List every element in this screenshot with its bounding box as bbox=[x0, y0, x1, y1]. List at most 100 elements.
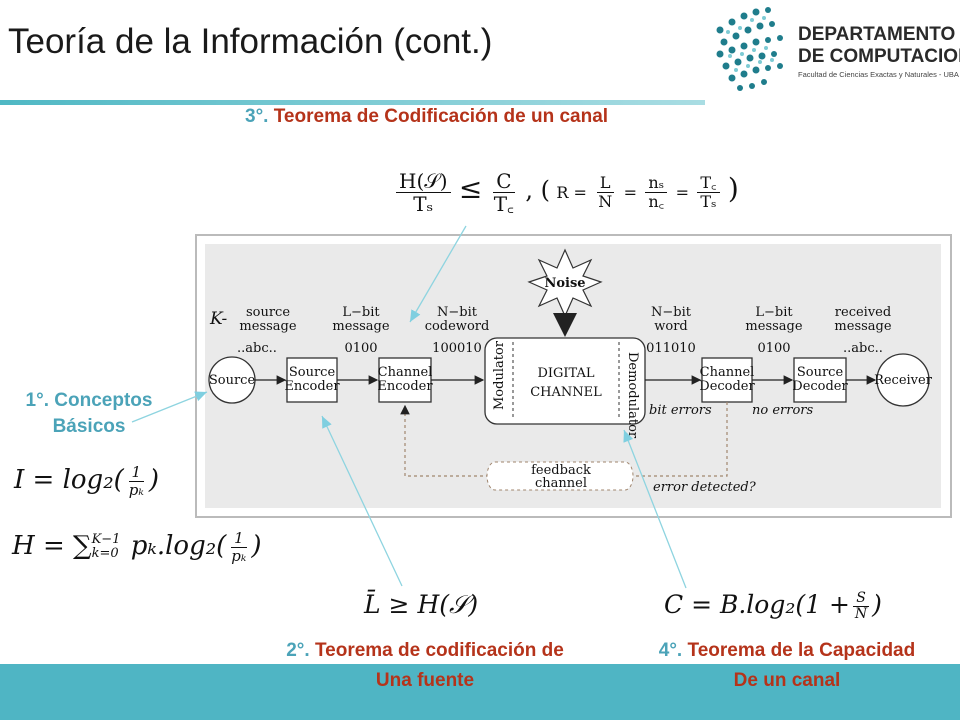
feedback-label-1: feedback bbox=[531, 463, 591, 478]
source-encoder-label-1: Source bbox=[289, 365, 336, 380]
f3-lhs-num: H(𝒮) bbox=[396, 170, 451, 193]
k-label: K- bbox=[209, 309, 227, 329]
source-decoder-label-1: Source bbox=[797, 365, 844, 380]
f4-close: ) bbox=[872, 590, 882, 619]
bit-errors-label: bit errors bbox=[649, 403, 712, 418]
digital-channel-box bbox=[484, 337, 646, 425]
error-detected-label: error detected? bbox=[653, 480, 757, 495]
modulator-label: Modulator bbox=[492, 340, 507, 410]
theorem-3-number: 3°. bbox=[245, 106, 269, 127]
channel-decoder-label-2: Decoder bbox=[699, 379, 755, 394]
f3-r1-num: L bbox=[596, 174, 614, 193]
theorem-4-heading: 4°. Teorema de la Capacidad De un canal bbox=[618, 636, 956, 696]
f1a-num: 1 bbox=[128, 464, 145, 482]
f1b-lhs: H = ∑ bbox=[12, 531, 92, 561]
channel-label-2: CHANNEL bbox=[530, 385, 602, 400]
logo-graphic: DEPARTAMENTO DE COMPUTACION Facultad de … bbox=[716, 7, 960, 91]
theorem-1-line2: Básicos bbox=[52, 416, 126, 437]
theorem-1-heading: 1°. Conceptos Básicos bbox=[0, 388, 178, 440]
f4-den: N bbox=[854, 606, 868, 622]
department-logo: DEPARTAMENTO DE COMPUTACION Facultad de … bbox=[706, 0, 960, 100]
f3-r2-den: n꜀ bbox=[648, 192, 665, 211]
theorem-2-text-2: Una fuente bbox=[375, 670, 475, 691]
label-source-message-2: message bbox=[239, 319, 296, 334]
f4-num: S bbox=[853, 590, 869, 607]
communication-system-diagram: K- source message L−bit message N−bit co… bbox=[195, 234, 952, 518]
pointer-theorem-3 bbox=[409, 225, 467, 323]
page-title: Teoría de la Información (cont.) bbox=[8, 22, 493, 61]
receiver-node bbox=[876, 353, 930, 407]
f3-close: ) bbox=[727, 172, 739, 205]
theorem-4-text-1: Teorema de la Capacidad bbox=[687, 640, 916, 661]
f1b-close: ) bbox=[251, 531, 262, 561]
f3-lhs-den: Tₛ bbox=[413, 192, 434, 216]
label-nbit-codeword-1: N−bit bbox=[437, 305, 478, 320]
theorem-2-text-1: Teorema de codificación de bbox=[314, 640, 564, 661]
label-lbit-message-2: message bbox=[332, 319, 389, 334]
channel-encoder-label-1: Channel bbox=[378, 365, 433, 380]
f3-r3-num: T꜀ bbox=[697, 174, 720, 193]
theorem-4-number: 4°. bbox=[658, 640, 683, 661]
theorem-2-number: 2°. bbox=[286, 640, 310, 661]
value-lbit-rx: 0100 bbox=[757, 341, 790, 356]
label-source-message-1: source bbox=[246, 305, 290, 320]
noise-label: Noise bbox=[544, 276, 585, 291]
theorem-1-line1: 1°. Conceptos bbox=[25, 390, 153, 411]
label-lbit-message-1: L−bit bbox=[342, 305, 380, 320]
channel-encoder-label-2: Encoder bbox=[377, 379, 433, 394]
label-nbit-word-1: N−bit bbox=[651, 305, 692, 320]
f1b-sup: K−1 bbox=[91, 531, 121, 547]
value-word: 011010 bbox=[646, 341, 696, 356]
f3-r3-den: Tₛ bbox=[700, 192, 717, 211]
f1a-close: ) bbox=[148, 465, 159, 495]
channel-decoder-label-1: Channel bbox=[700, 365, 755, 380]
f4-lhs: C = B.log₂(1 + bbox=[664, 590, 850, 619]
label-received-message-1: received bbox=[835, 305, 891, 320]
f3-rate-label: R = bbox=[556, 183, 587, 202]
source-decoder-box bbox=[793, 357, 847, 403]
f3-rhs-den: T꜀ bbox=[493, 192, 514, 216]
value-source: ..abc.. bbox=[237, 341, 277, 356]
source-node-label: Source bbox=[209, 373, 256, 388]
f3-op: ≤ bbox=[458, 172, 483, 205]
theorem-2-heading: 2°. Teorema de codificación de Una fuent… bbox=[245, 636, 605, 696]
f1a-lhs: I = log₂( bbox=[14, 465, 124, 495]
feedback-channel-pipe bbox=[486, 461, 634, 491]
label-nbit-word-2: word bbox=[654, 319, 688, 334]
theorem-4-text-2: De un canal bbox=[733, 670, 841, 691]
title-underline bbox=[0, 100, 705, 105]
f1b-mid: pₖ.log₂( bbox=[122, 531, 227, 561]
value-lbit: 0100 bbox=[344, 341, 377, 356]
f3-r1-den: N bbox=[598, 192, 613, 211]
f1a-den: pₖ bbox=[128, 480, 144, 499]
label-lbit-message-rx-2: message bbox=[745, 319, 802, 334]
label-received-message-2: message bbox=[834, 319, 891, 334]
pointer-theorem-4 bbox=[623, 429, 687, 589]
theorem-3-text: Teorema de Codificación de un canal bbox=[273, 106, 609, 127]
feedback-label-2: channel bbox=[535, 476, 587, 491]
label-nbit-codeword-2: codeword bbox=[425, 319, 490, 334]
source-decoder-label-2: Decoder bbox=[792, 379, 848, 394]
no-errors-label: no errors bbox=[752, 403, 813, 418]
source-coding-formula: L̄ ≥ H(𝒮) bbox=[364, 590, 479, 619]
pointer-theorem-1 bbox=[131, 391, 208, 423]
logo-line2: DE COMPUTACION bbox=[798, 46, 960, 67]
f1b-num: 1 bbox=[231, 530, 247, 548]
footer-bar bbox=[0, 664, 960, 720]
pointer-theorem-2 bbox=[321, 415, 403, 587]
channel-decoder-box bbox=[701, 357, 753, 403]
value-codeword: 100010 bbox=[432, 341, 482, 356]
logo-subtitle: Facultad de Ciencias Exactas y Naturales… bbox=[798, 70, 959, 79]
label-lbit-message-rx-1: L−bit bbox=[755, 305, 793, 320]
receiver-node-label: Receiver bbox=[874, 373, 933, 388]
f3-rhs-num: C bbox=[493, 170, 515, 193]
f1b-den: pₖ bbox=[231, 546, 247, 565]
theorem-3-heading: 3°. Teorema de Codificación de un canal bbox=[245, 106, 608, 128]
value-received: ..abc.. bbox=[843, 341, 883, 356]
source-encoder-box bbox=[286, 357, 338, 403]
